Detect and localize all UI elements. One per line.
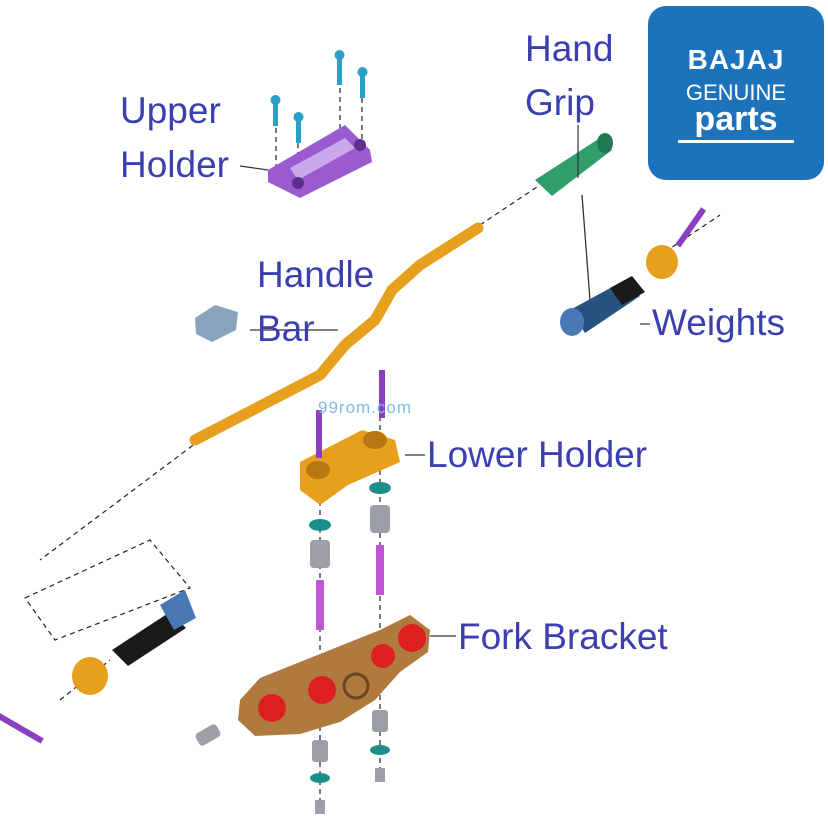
bracket-lower-parts <box>195 710 390 814</box>
weight-left-part <box>0 657 108 744</box>
hand-grip-label: Hand Grip <box>525 28 614 123</box>
fork-bracket-part <box>238 615 430 736</box>
watermark: 99rom.com <box>318 398 413 417</box>
logo-genuine: GENUINE <box>685 80 787 105</box>
upper-holder-label: Upper Holder <box>120 90 229 185</box>
lower-holder-part <box>300 430 400 505</box>
left-grip-part <box>112 590 196 666</box>
handle-bar-label: Handle Bar <box>257 254 375 349</box>
bajaj-genuine-parts-logo: BAJAJ GENUINE parts <box>648 6 824 180</box>
logo-parts: parts <box>694 100 778 138</box>
lower-stack-parts <box>309 482 391 630</box>
handle-bar-part <box>189 222 484 446</box>
right-grip-part <box>560 276 645 336</box>
fork-bracket-label: Fork Bracket <box>458 616 668 657</box>
upper-holder-bolts <box>270 50 368 143</box>
weight-right-part <box>646 207 707 279</box>
upper-holder-part <box>268 125 372 198</box>
hand-grip-part <box>535 133 613 196</box>
leader-lines <box>239 125 650 637</box>
logo-underline <box>678 140 794 143</box>
weights-label: Weights <box>652 302 785 343</box>
lower-holder-label: Lower Holder <box>427 434 648 475</box>
switch-box-part <box>195 305 238 342</box>
lower-holder-bolts <box>316 370 385 458</box>
logo-brand: BAJAJ <box>687 44 785 75</box>
